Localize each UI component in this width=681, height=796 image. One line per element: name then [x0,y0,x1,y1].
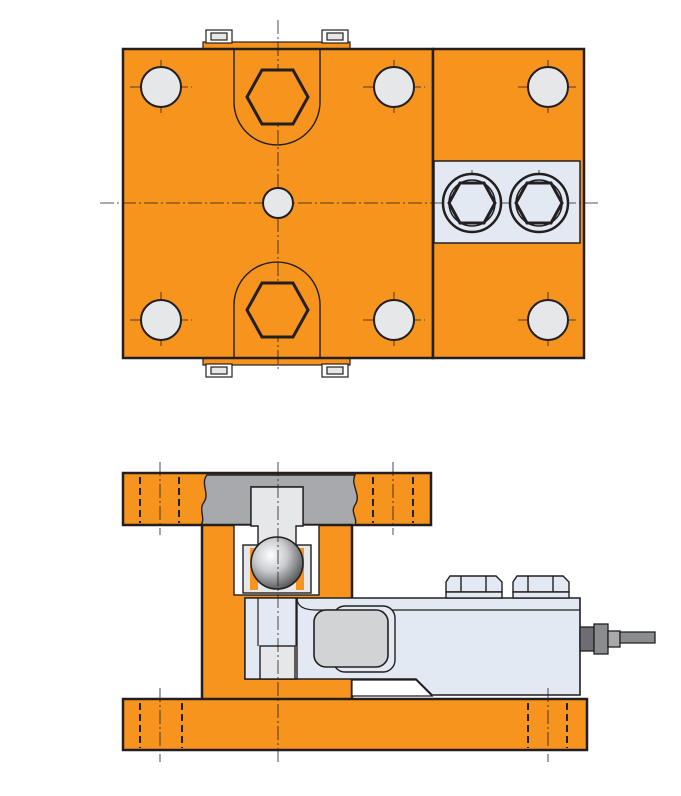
side-view-centerlines [159,462,549,762]
lower-slot [233,261,321,358]
strain-gauge-pad [313,609,389,668]
load-cell-lower-pin [259,645,296,680]
cable-gland-icon [579,623,656,655]
top-view [100,20,600,378]
bolt-hole-icon [140,66,569,341]
load-cell-bolts [441,172,570,234]
side-view [121,462,656,762]
hex-bolt-icon [245,68,310,339]
load-cell-side-bolts [445,575,570,599]
steel-ball-icon [250,536,304,590]
bottom-edge-clamps [202,357,351,378]
side-base-plate [121,697,589,752]
top-edge-clamps [202,29,351,50]
hidden-hole-lines [139,477,568,748]
upper-slot [233,49,321,146]
